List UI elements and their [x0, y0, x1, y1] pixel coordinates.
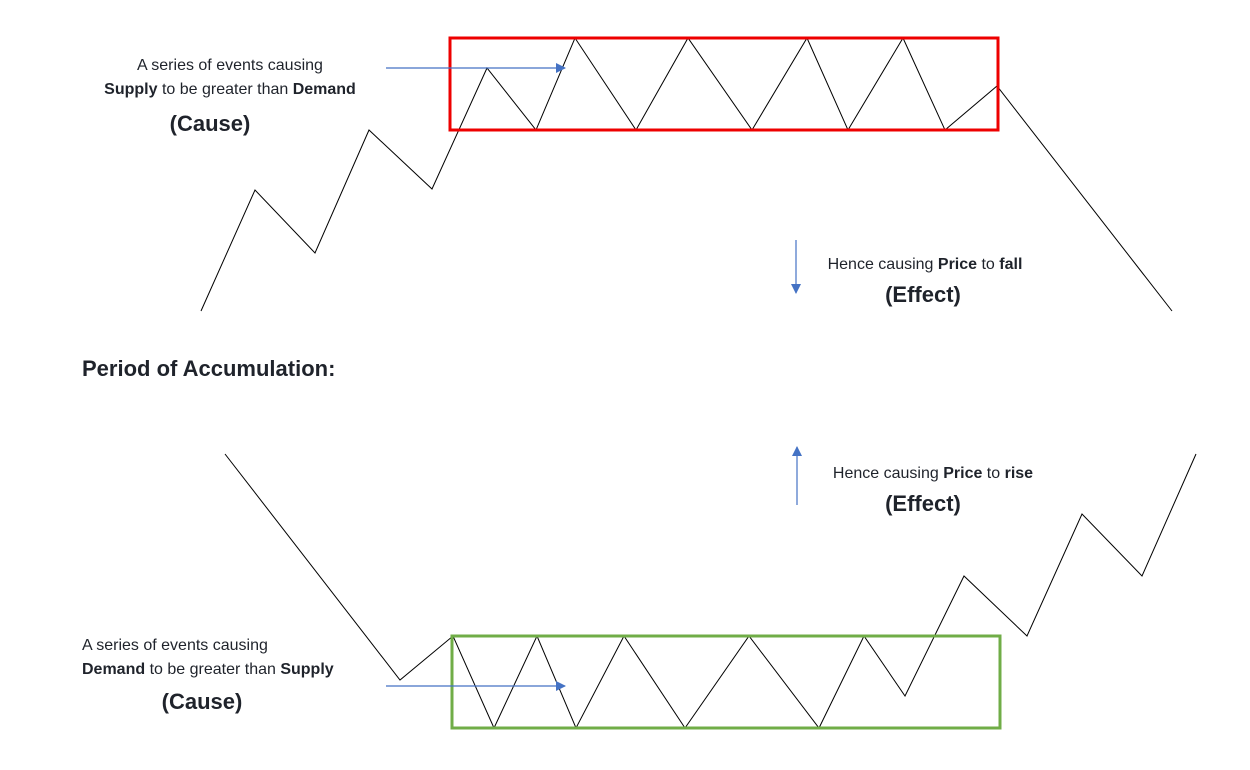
top-effect-text: Hence causing Price to fall [810, 253, 1040, 277]
demand-word: Demand [82, 661, 146, 678]
price-word: Price [937, 256, 978, 273]
price-line-bottom [224, 453, 1197, 730]
bottom-cause-line2: Demand to be greater than Supply [82, 658, 334, 682]
effect-prefix: Hence causing [832, 465, 944, 482]
bottom-cause-line1: A series of events causing [82, 637, 268, 654]
fall-word: fall [999, 256, 1023, 273]
effect-prefix: Hence causing [827, 256, 938, 273]
price-word: Price [943, 465, 983, 482]
rise-word: rise [1004, 465, 1034, 482]
demand-word: Demand [292, 81, 356, 98]
top-effect-label: (Effect) [885, 282, 961, 307]
top-cause-label: (Cause) [169, 111, 251, 136]
supply-word: Supply [280, 661, 334, 678]
period-heading: Period of Accumulation: [82, 356, 336, 381]
bottom-effect-text: Hence causing Price to rise [818, 462, 1048, 486]
bottom-effect-label: (Effect) [885, 491, 961, 516]
top-cause-text: A series of events causing Supply to be … [80, 54, 380, 102]
top-cause-line2: Supply to be greater than Demand [80, 78, 380, 102]
bottom-cause-label: (Cause) [161, 689, 243, 714]
top-cause-line1: A series of events causing [137, 57, 323, 74]
accumulation-box [450, 634, 1002, 730]
effect-mid: to [982, 465, 1005, 482]
distribution-box [448, 36, 1000, 132]
effect-mid: to [977, 256, 1000, 273]
supply-word: Supply [104, 81, 158, 98]
cause-mid-text: to be greater than [157, 81, 293, 98]
bottom-cause-text: A series of events causing Demand to be … [82, 634, 334, 682]
cause-mid-text: to be greater than [145, 661, 281, 678]
